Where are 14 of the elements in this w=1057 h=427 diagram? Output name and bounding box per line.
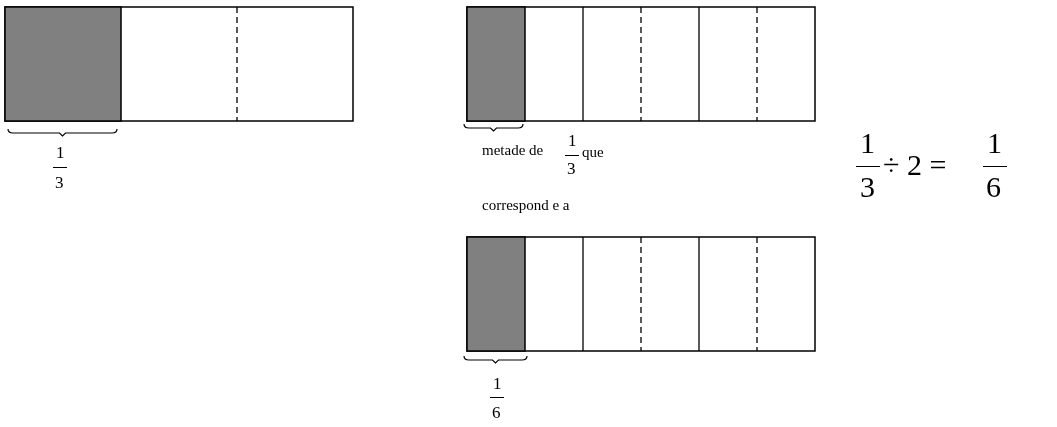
denominator: 3 [860, 172, 875, 202]
denominator: 6 [492, 404, 501, 421]
numerator: 1 [56, 144, 65, 161]
note-text: metade de [482, 143, 544, 158]
numerator: 1 [987, 128, 1002, 158]
denominator: 3 [55, 174, 64, 191]
equation-text: ÷ 2 = [883, 150, 947, 180]
numerator: 1 [568, 132, 577, 149]
note-text: que [582, 145, 604, 160]
denominator: 6 [986, 172, 1001, 202]
numerator: 1 [493, 375, 502, 392]
denominator: 3 [567, 160, 576, 177]
note-text: correspond e a [482, 198, 570, 213]
numerator: 1 [860, 128, 875, 158]
